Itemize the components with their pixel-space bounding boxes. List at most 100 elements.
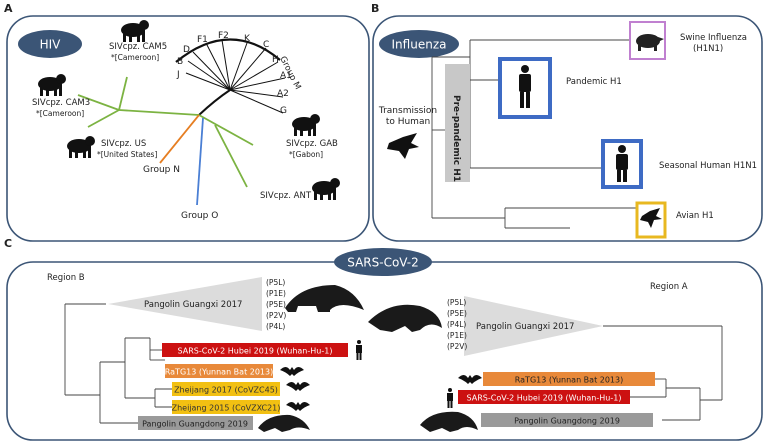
group-n-label: Group N — [143, 165, 180, 175]
subtype-f2: F2 — [218, 31, 229, 41]
branch-a2 — [229, 89, 284, 98]
panel-c-title-badge: SARS-CoV-2 — [334, 248, 432, 276]
subtype-c: C — [263, 40, 269, 50]
subtype-g: G — [280, 106, 287, 116]
sars-left-tree — [64, 303, 172, 424]
pangolin-icon — [285, 285, 364, 312]
species-cam3-country: *[Cameroon] — [36, 109, 84, 118]
branch-b — [187, 60, 231, 91]
group-m-branches — [185, 39, 286, 114]
branch-sivcpz-ant — [214, 124, 248, 188]
region-a-label: Region A — [650, 282, 688, 292]
seasonal-label: Seasonal Human H1N1 — [659, 161, 757, 171]
pangolin-guangxi-clade-left — [108, 277, 262, 331]
species-us-country: *[United States] — [97, 150, 157, 159]
bat-icon — [280, 367, 304, 376]
pre-pandemic-bar — [445, 64, 470, 182]
right-strain-4: (P2V) — [447, 342, 467, 351]
branch-g — [229, 89, 284, 114]
pandemic-label: Pandemic H1 — [566, 77, 622, 87]
species-ant-name: SIVcpz. ANT — [260, 191, 312, 201]
species-gab-country: *[Gabon] — [289, 150, 323, 159]
subtype-a2: A2 — [277, 89, 289, 99]
human-icon — [519, 65, 531, 108]
branch-group-n — [159, 114, 200, 164]
left-taxon-zheijang2017-box — [172, 382, 280, 396]
subtype-b: B — [177, 57, 183, 67]
human-icon — [356, 340, 362, 360]
branch-sivcpz-main — [118, 109, 200, 116]
panel-a-frame — [6, 15, 370, 242]
panel-b-title-badge: Influenza — [379, 30, 459, 58]
branch-f1 — [205, 42, 231, 91]
transmission-line-2: to Human — [386, 117, 430, 127]
group-m-arc — [175, 38, 281, 63]
right-strain-3: (P1E) — [447, 331, 467, 340]
human-icon — [616, 145, 628, 182]
chimp-icon — [121, 20, 149, 42]
bat-icon — [286, 382, 310, 391]
human-icon — [447, 388, 453, 408]
panel-a-letter: A — [4, 2, 13, 15]
left-strain-2: (P5E) — [266, 300, 286, 309]
panel-a-title-badge: HIV — [18, 30, 82, 58]
branch-sivcpz-cam5 — [118, 76, 128, 111]
group-m-trunk — [198, 89, 231, 116]
panel-b-frame — [372, 15, 763, 242]
branch-sivcpz-gab — [198, 114, 254, 146]
pangolin-guangxi-left-label: Pangolin Guangxi 2017 — [144, 300, 242, 310]
branch-group-o — [196, 117, 204, 206]
pangolin-icon — [258, 414, 310, 432]
left-taxon-sars-cov-2: SARS-CoV-2 Hubei 2019 (Wuhan-Hu-1) — [178, 347, 333, 356]
swine-sub: (H1N1) — [693, 44, 723, 54]
bird-icon — [640, 208, 662, 228]
right-taxon-sars-cov-2: SARS-CoV-2 Hubei 2019 (Wuhan-Hu-1) — [467, 394, 622, 403]
branch-h — [229, 61, 279, 91]
left-taxon-pangolin-gd-box — [138, 416, 253, 430]
hiv-title: HIV — [40, 38, 62, 52]
branch-k — [229, 42, 248, 91]
sars-title: SARS-CoV-2 — [347, 256, 419, 270]
subtype-j: J — [176, 70, 180, 80]
sivcpz-branches — [77, 76, 254, 188]
bird-icon — [387, 133, 419, 159]
hiv-badge — [18, 30, 82, 58]
avian-label: Avian H1 — [676, 211, 714, 221]
pangolin-guangxi-clade-right — [464, 296, 603, 356]
left-taxon-zheijang2017: Zheijang 2017 (CoVZC45) — [174, 386, 278, 395]
branch-a1 — [229, 77, 286, 91]
branch-j — [185, 72, 231, 91]
right-taxon-ratg13: RaTG13 (Yunnan Bat 2013) — [515, 376, 623, 385]
influenza-badge — [379, 30, 459, 58]
left-taxon-ratg13-box — [165, 364, 273, 378]
bat-icon — [286, 402, 310, 411]
panel-b-letter: B — [371, 2, 379, 15]
subtype-d: D — [183, 45, 190, 55]
subtype-f1: F1 — [197, 35, 208, 45]
right-strain-1: (P5E) — [447, 309, 467, 318]
species-cam3-name: SIVcpz. CAM3 — [32, 98, 90, 108]
right-strain-0: (P5L) — [447, 298, 466, 307]
chimp-icon — [292, 114, 320, 136]
left-taxon-zheijang2015: Zheijang 2015 (CoVZXC21) — [172, 404, 281, 413]
pangolin-guangxi-right-label: Pangolin Guangxi 2017 — [476, 322, 574, 332]
sars-badge — [334, 248, 432, 276]
influenza-title: Influenza — [392, 38, 447, 52]
pangolin-icon — [420, 411, 478, 432]
branch-c — [229, 47, 267, 91]
right-strain-2: (P4L) — [447, 320, 466, 329]
right-taxon-sars-cov-2-box — [458, 390, 630, 404]
pig-icon — [636, 34, 664, 51]
group-o-label: Group O — [181, 211, 218, 221]
subtype-a1: A1 — [280, 71, 292, 81]
chimp-icon — [312, 178, 340, 200]
pre-pandemic-label: Pre-pandemic H1 — [451, 95, 461, 182]
branch-d — [192, 51, 231, 91]
chimp-icon — [67, 136, 95, 158]
left-strain-4: (P4L) — [266, 322, 285, 331]
left-taxon-zheijang2015-box — [172, 400, 280, 414]
species-gab-name: SIVcpz. GAB — [286, 139, 338, 149]
branch-f2 — [221, 39, 231, 91]
chimp-icon — [38, 74, 66, 96]
